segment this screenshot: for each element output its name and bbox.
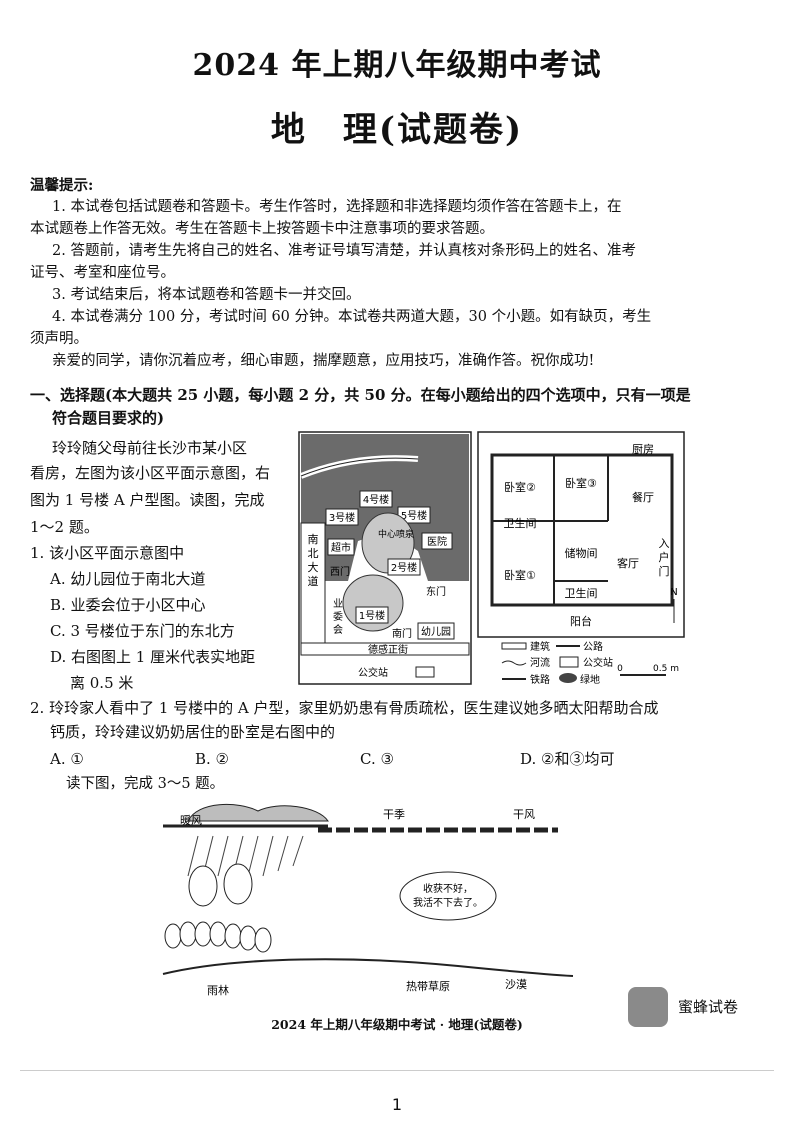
svg-text:卫生间: 卫生间: [504, 516, 537, 530]
svg-text:热带草原: 热带草原: [406, 980, 450, 993]
svg-text:沙漠: 沙漠: [505, 978, 527, 991]
read-instruction: 读下图，完成 3～5 题。: [66, 776, 225, 792]
svg-text:0.5 m: 0.5 m: [653, 664, 679, 674]
svg-text:0: 0: [617, 664, 623, 674]
notice-heading: 温馨提示:: [30, 177, 94, 194]
divider: [20, 1070, 774, 1071]
svg-text:暖风: 暖风: [180, 814, 202, 827]
map-label: 5号楼: [401, 509, 427, 522]
map-label: 1号楼: [359, 609, 385, 622]
section-title-cont: 符合题目要求的): [52, 409, 165, 427]
map-label: 幼儿园: [421, 625, 451, 638]
svg-text:委: 委: [333, 610, 343, 623]
svg-text:干季: 干季: [383, 808, 405, 821]
map-label: 德感正街: [368, 643, 408, 656]
intro-text: 图为 1 号楼 A 户型图。读图，完成: [30, 491, 265, 509]
q2-option-d: D. ②和③均可: [520, 750, 615, 768]
svg-text:道: 道: [308, 574, 319, 588]
intro-text: 玲玲随父母前往长沙市某小区: [52, 439, 248, 457]
map-label: 4号楼: [363, 493, 389, 506]
question-2-stem-cont: 钙质，玲玲建议奶奶居住的卧室是右图中的: [50, 723, 336, 741]
question-1-stem: 1. 该小区平面示意图中: [30, 544, 185, 562]
notice-line: 本试题卷上作答无效。考生在答题卡上按答题卡中注意事项的要求答题。: [30, 221, 494, 237]
q1-option-d-cont: 离 0.5 米: [70, 674, 134, 692]
railway-track: [300, 457, 419, 477]
svg-text:雨林: 雨林: [207, 983, 229, 997]
svg-text:干风: 干风: [513, 808, 535, 821]
svg-text:入: 入: [659, 537, 670, 550]
svg-text:客厅: 客厅: [617, 556, 639, 570]
svg-text:南: 南: [308, 533, 319, 546]
svg-text:储物间: 储物间: [565, 546, 598, 560]
svg-text:卫生间: 卫生间: [565, 586, 598, 600]
section-title: 一、选择题(本大题共 25 小题，每小题 2 分，共 50 分。在每小题给出的四…: [30, 386, 691, 404]
logo-icon: [628, 987, 668, 1027]
map-label: 南门: [392, 627, 412, 640]
notice-line: 证号、考室和座位号。: [30, 265, 175, 281]
svg-text:门: 门: [659, 564, 670, 578]
svg-text:我活不下去了。: 我活不下去了。: [413, 897, 483, 909]
community-map-figure: 4号楼 3号楼 5号楼 中心喷泉 医院 超市 2号楼 西门 南 北 大 道 东门…: [298, 431, 685, 686]
q2-option-c: C. ③: [360, 750, 394, 768]
svg-text:会: 会: [333, 623, 343, 636]
q1-option-a: A. 幼儿园位于南北大道: [50, 570, 206, 588]
watermark-text: 蜜蜂试卷: [678, 998, 739, 1016]
floor-plan-frame: [477, 431, 685, 638]
q1-option-c: C. 3 号楼位于东门的东北方: [50, 622, 235, 640]
exam-title: 2024 年上期八年级期中考试: [192, 48, 602, 83]
map-label: 西门: [330, 565, 350, 578]
svg-text:收获不好，: 收获不好，: [423, 882, 473, 895]
notice-line: 须声明。: [30, 331, 88, 347]
svg-text:阳台: 阳台: [570, 614, 592, 628]
svg-text:公交站: 公交站: [583, 656, 613, 669]
intro-text: 看房，左图为该小区平面示意图，右: [30, 464, 271, 482]
cloud-icon: [187, 803, 329, 822]
notice-line: 1. 本试卷包括试题卷和答题卡。考生作答时，选择题和非选择题均须作答在答题卡上，…: [52, 199, 622, 215]
svg-text:大: 大: [308, 560, 319, 574]
svg-text:户: 户: [659, 550, 670, 564]
map-label: 3号楼: [329, 511, 355, 524]
svg-text:卧室③: 卧室③: [565, 476, 597, 490]
map-label: 超市: [331, 541, 351, 554]
svg-text:公路: 公路: [583, 640, 603, 653]
svg-text:N: N: [670, 587, 677, 598]
svg-text:绿地: 绿地: [580, 673, 600, 686]
svg-text:业: 业: [333, 598, 343, 610]
map-label: 中心喷泉: [378, 528, 414, 540]
notice-line: 亲爱的同学，请你沉着应考，细心审题，揣摩题意，应用技巧，准确作答。祝你成功!: [52, 353, 595, 369]
svg-text:卧室②: 卧室②: [504, 480, 536, 494]
map-label: 东门: [426, 585, 446, 598]
svg-text:厨房: 厨房: [632, 443, 654, 456]
map-label: 公交站: [358, 666, 388, 679]
map-label: 2号楼: [391, 561, 417, 574]
north-south-road: [300, 522, 326, 650]
notice-line: 2. 答题前，请考生先将自己的姓名、准考证号填写清楚，并认真核对条形码上的姓名、…: [52, 243, 636, 259]
notice-line: 3. 考试结束后，将本试题卷和答题卡一并交回。: [52, 287, 361, 303]
svg-text:卧室①: 卧室①: [504, 568, 536, 582]
notice-line: 4. 本试卷满分 100 分，考试时间 60 分钟。本试卷共两道大题，30 个小…: [52, 309, 652, 325]
savanna-figure: 暖风 干季 干风 收获不好， 我活不下去了。 雨林 热带草原 沙漠: [162, 803, 574, 997]
q1-option-b: B. 业委会位于小区中心: [50, 596, 206, 614]
q2-option-b: B. ②: [195, 750, 230, 768]
south-street: [300, 642, 470, 656]
bus-icon: [415, 666, 435, 678]
footer-caption: 2024 年上期八年级期中考试 · 地理(试题卷): [271, 1017, 523, 1032]
subject-title: 地 理(试题卷): [270, 110, 524, 150]
map-label: 医院: [427, 535, 447, 548]
svg-text:河流: 河流: [530, 656, 550, 669]
intro-text: 1～2 题。: [30, 518, 99, 536]
q2-option-a: A. ①: [50, 750, 84, 768]
svg-text:建筑: 建筑: [530, 640, 550, 653]
svg-text:铁路: 铁路: [530, 673, 550, 686]
question-2-stem: 2. 玲玲家人看中了 1 号楼中的 A 户型，家里奶奶患有骨质疏松，医生建议她多…: [30, 699, 659, 717]
svg-text:餐厅: 餐厅: [632, 490, 654, 504]
svg-text:北: 北: [308, 547, 319, 560]
q1-option-d: D. 右图图上 1 厘米代表实地距: [50, 648, 256, 666]
page-number: 1: [391, 1095, 403, 1114]
